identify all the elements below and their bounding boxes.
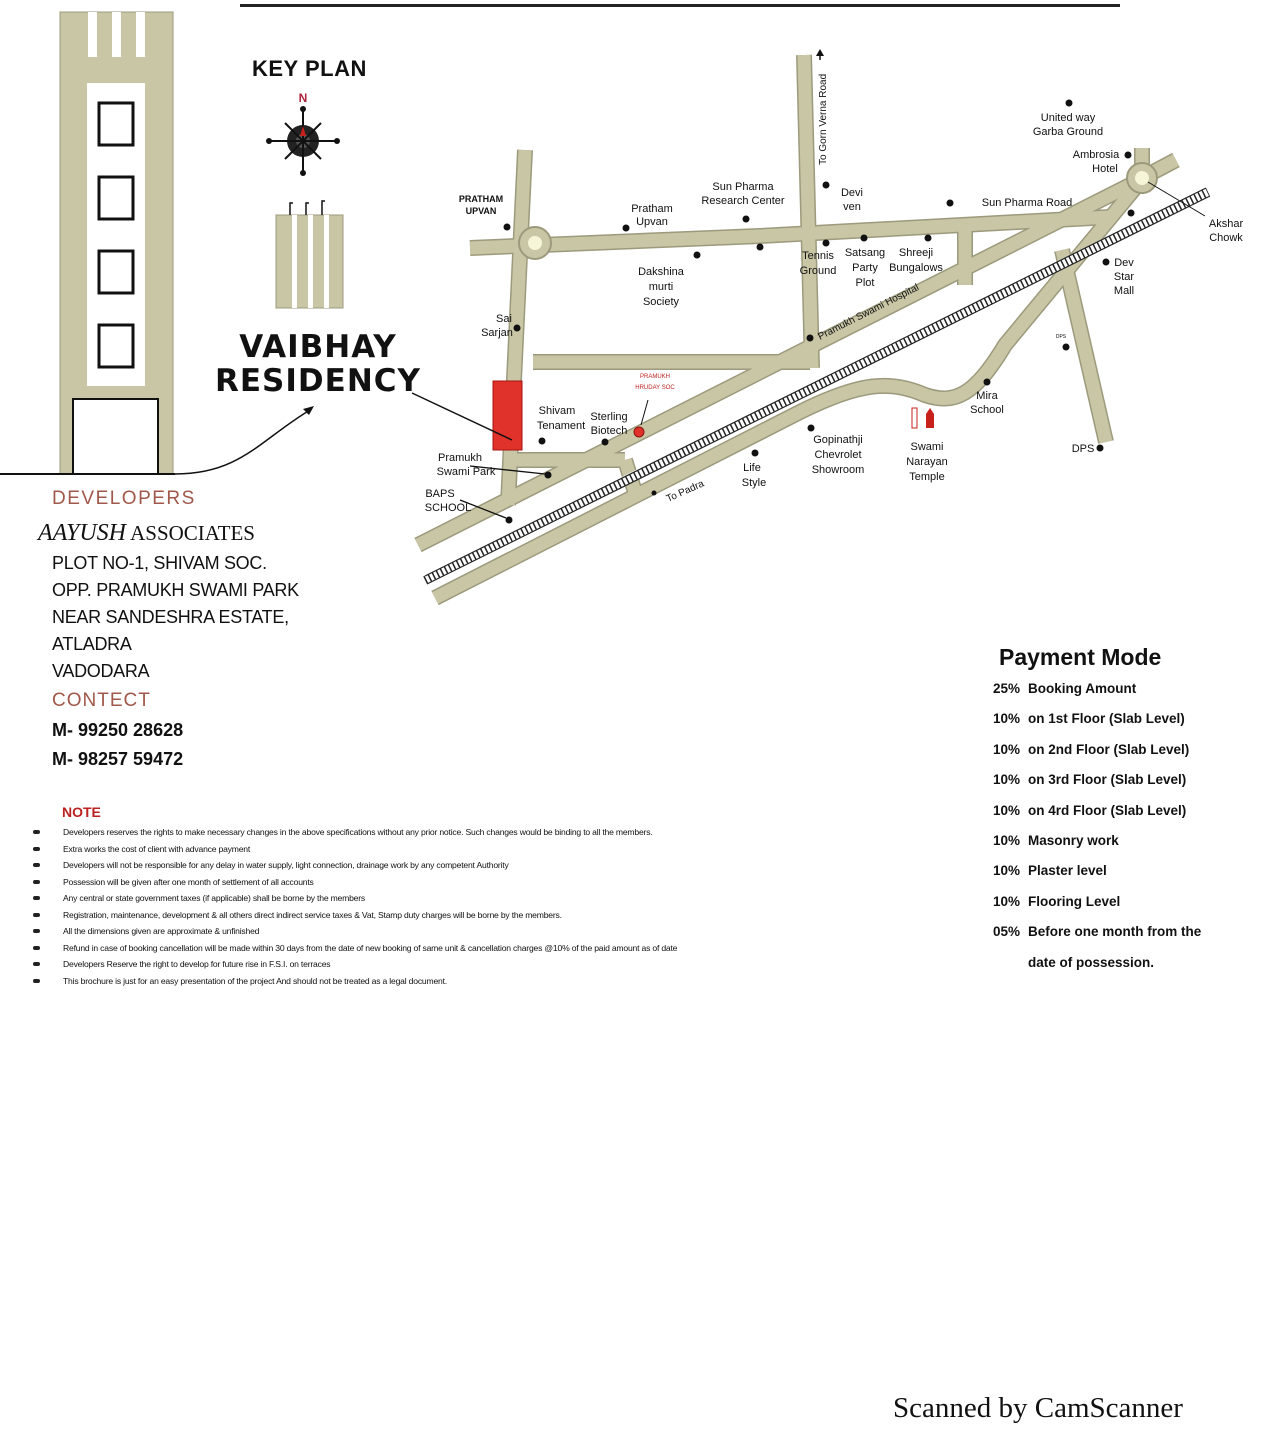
compass-icon (266, 106, 340, 176)
payment-row: 10% on 4rd Floor (Slab Level) (993, 803, 1201, 833)
payment-percent: 10% (993, 711, 1021, 727)
payment-stage: Plaster level (1028, 863, 1107, 879)
payment-row: 10% Plaster level (993, 863, 1201, 893)
note-item: This brochure is just for an easy presen… (30, 973, 910, 990)
top-border-line (240, 4, 1120, 7)
payment-stage: on 4rd Floor (Slab Level) (1028, 802, 1187, 818)
developers-heading: DEVELOPERS (52, 488, 196, 509)
note-heading: NOTE (62, 804, 101, 820)
payment-row: 10% on 2nd Floor (Slab Level) (993, 742, 1201, 772)
temple-icon (911, 407, 934, 429)
contact-heading: CONTECT (52, 690, 151, 711)
svg-text:To Gorn Verna Road: To Gorn Verna Road (818, 74, 829, 165)
project-title-line1: VAIBHAY (239, 329, 397, 365)
payment-stage: date of possession. (1028, 954, 1155, 970)
note-item: Refund in case of booking cancellation w… (30, 940, 910, 957)
payment-stage: Before one month from the (1028, 924, 1202, 940)
payment-percent: 10% (993, 893, 1021, 909)
payment-stage: on 1st Floor (Slab Level) (1028, 711, 1185, 727)
payment-row: 10% Masonry work (993, 833, 1201, 863)
note-item: Registration, maintenance, development &… (30, 907, 910, 924)
svg-text:Sun Pharma Road: Sun Pharma Road (982, 197, 1073, 209)
project-title: VAIBHAY RESIDENCY (215, 330, 421, 398)
note-item: Extra works the cost of client with adva… (30, 841, 910, 858)
payment-percent: 10% (993, 802, 1021, 818)
svg-text:DPS: DPS (1072, 443, 1095, 455)
address-line: PLOT NO-1, SHIVAM SOC. (52, 553, 267, 573)
site-pointer-arrow (411, 392, 513, 441)
payment-row: date of possession. (993, 955, 1201, 985)
payment-stage: Masonry work (1028, 832, 1119, 848)
payment-row: 10% on 1st Floor (Slab Level) (993, 711, 1201, 741)
address-line: NEAR SANDESHRA ESTATE, (52, 607, 289, 627)
payment-heading: Payment Mode (999, 644, 1162, 670)
payment-row: 10% Flooring Level (993, 894, 1201, 924)
developers-block: DEVELOPERS AAYUSH ASSOCIATES PLOT NO-1, … (38, 488, 299, 770)
note-item: Developers Reserve the right to develop … (30, 956, 910, 973)
payment-stage: on 3rd Floor (Slab Level) (1028, 772, 1187, 788)
payment-percent: 05% (993, 924, 1021, 940)
building-illustration: N (0, 11, 344, 475)
payment-stage: Booking Amount (1028, 681, 1137, 696)
payment-row: 10% on 3rd Floor (Slab Level) (993, 772, 1201, 802)
phone-number: M- 98257 59472 (52, 749, 184, 769)
address-line: VADODARA (52, 661, 150, 681)
roads (414, 54, 1180, 606)
note-item: Any central or state government taxes (i… (30, 890, 910, 907)
svg-text:DPS: DPS (1056, 334, 1067, 340)
project-title-line2: RESIDENCY (215, 363, 421, 399)
site-marker (492, 380, 523, 451)
payment-stage: on 2nd Floor (Slab Level) (1028, 741, 1190, 757)
payment-row: 05% Before one month from the (993, 924, 1201, 954)
note-item: All the dimensions given are approximate… (30, 923, 910, 940)
note-item: Developers reserves the rights to make n… (30, 824, 910, 841)
towers-icon (275, 200, 344, 309)
landmark-dots (503, 99, 1135, 524)
payment-stage: Flooring Level (1028, 893, 1121, 909)
payment-percent: 25% (993, 681, 1021, 696)
payment-percent: 10% (993, 772, 1021, 788)
phone-number: M- 99250 28628 (52, 720, 184, 740)
note-item: Possession will be given after one month… (30, 874, 910, 891)
notes-section: NOTE Developers reserves the rights to m… (30, 804, 910, 989)
scanner-watermark: Scanned by CamScanner (893, 1392, 1183, 1424)
address-line: OPP. PRAMUKH SWAMI PARK (52, 580, 299, 600)
payment-percent: 10% (993, 832, 1021, 848)
key-plan-heading: KEY PLAN (252, 56, 367, 81)
railway-line (422, 187, 1211, 585)
north-label: N (299, 91, 308, 105)
payment-percent: 10% (993, 741, 1021, 757)
address-line: ATLADRA (52, 634, 132, 654)
payment-row: 25% Booking Amount (993, 681, 1201, 711)
payment-mode-section: Payment Mode 25% Booking Amount 10% on 1st … (993, 644, 1201, 985)
company-name: AAYUSH ASSOCIATES (38, 520, 255, 546)
payment-percent: 10% (993, 863, 1021, 879)
note-item: Developers will not be responsible for a… (30, 857, 910, 874)
svg-text:Pramukh Swami Hospital: Pramukh Swami Hospital (816, 282, 921, 343)
